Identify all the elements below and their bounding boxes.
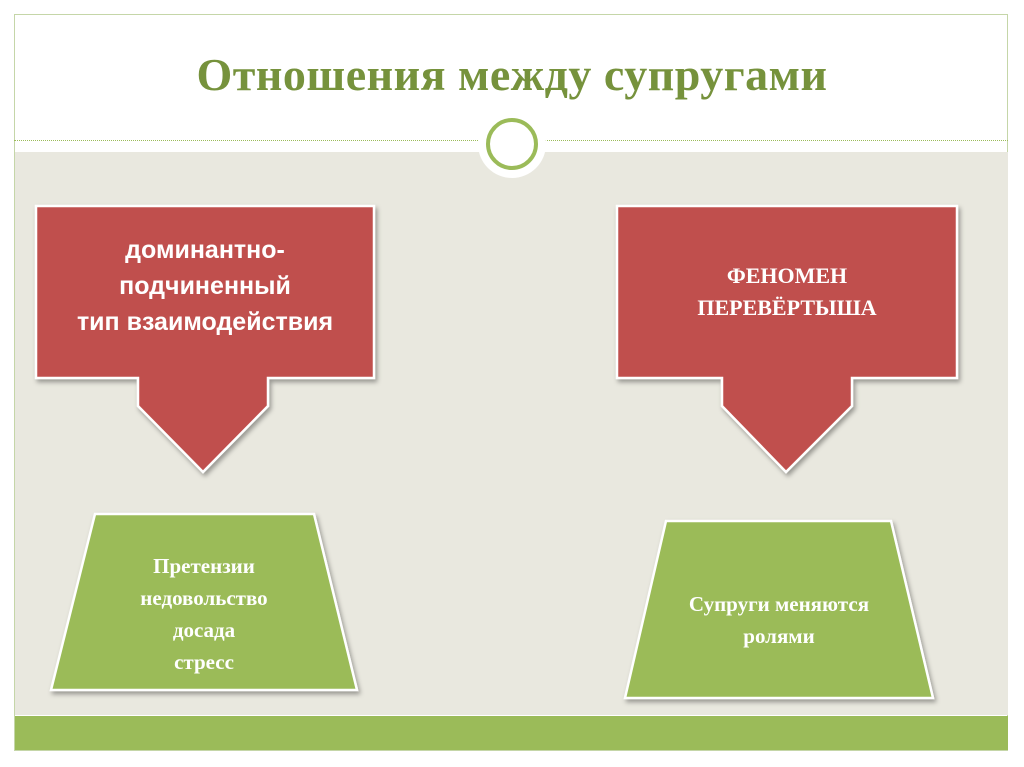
right-callout-arrow <box>615 204 959 474</box>
right-callout-text: ФЕНОМЕН ПЕРЕВЁРТЫША <box>617 260 957 324</box>
left-result-line-2: недовольство <box>140 586 268 610</box>
bottom-accent-bar <box>15 716 1008 750</box>
left-result-text: Претензии недовольство досада стресс <box>60 550 348 678</box>
left-result-trapezoid <box>49 512 359 692</box>
right-result-text: Супруги меняются ролями <box>635 588 923 652</box>
left-callout-line-3: тип взаимодействия <box>76 308 334 336</box>
title-divider-left <box>14 140 482 141</box>
left-callout-line-2: подчиненный <box>119 272 291 300</box>
left-callout-text: доминантно- подчиненный тип взаимодейств… <box>36 232 374 340</box>
title-divider-right <box>544 140 1008 141</box>
left-result-line-3: досада <box>172 618 236 642</box>
right-result-trapezoid <box>623 519 935 700</box>
right-result-line-2: ролями <box>743 624 815 648</box>
left-result-line-1: Претензии <box>153 554 255 578</box>
circle-ring-icon <box>486 118 538 170</box>
left-callout-line-1: доминантно- <box>125 236 285 264</box>
slide-title: Отношения между супругами <box>196 49 828 100</box>
left-callout-arrow <box>34 204 376 474</box>
right-callout-line-2: ПЕРЕВЁРТЫША <box>697 295 877 320</box>
right-callout-line-1: ФЕНОМЕН <box>726 263 848 288</box>
left-result-line-4: стресс <box>174 650 234 674</box>
right-result-line-1: Супруги меняются <box>688 592 870 616</box>
